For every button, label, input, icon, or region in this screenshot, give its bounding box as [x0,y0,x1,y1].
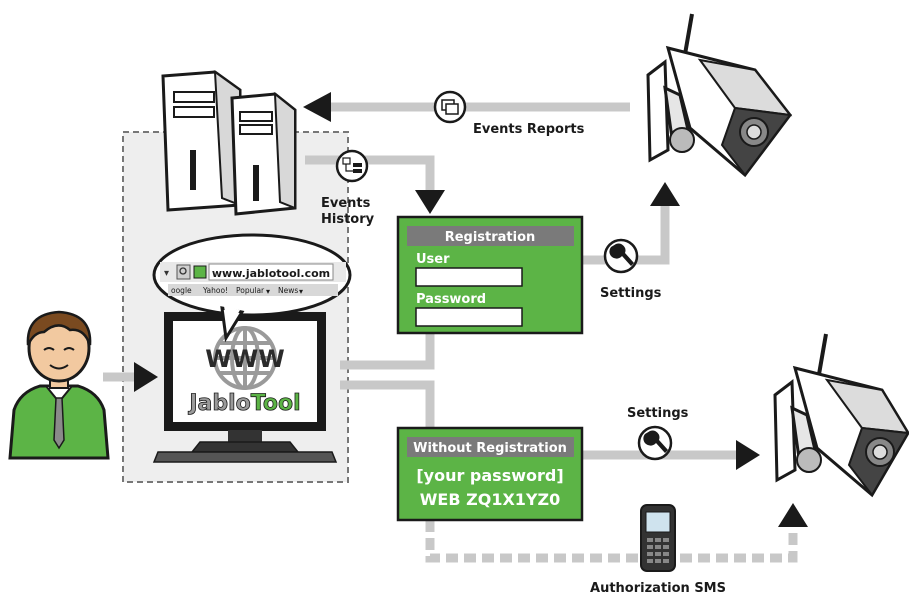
arrow-to-registration [415,190,445,214]
monitor-www-text: WWW [205,345,284,373]
bookmark-google[interactable]: oogle [171,286,192,295]
browser-url-field[interactable] [208,263,334,281]
registration-header [407,226,574,246]
user-input[interactable] [415,267,523,287]
settings-top-icon [603,238,639,274]
browser-search-icon[interactable] [176,264,191,280]
bookmark-news[interactable]: News [278,286,298,295]
brand-part-tool: Tool [251,391,301,416]
arrow-sms-to-camera [778,503,808,527]
bookmark-popular-chevron-icon: ▾ [266,287,270,296]
without-registration-header [407,437,574,457]
arrow-to-camera-top [650,182,680,206]
authorization-sms-connector [425,520,798,563]
events-reports-icon [433,90,467,124]
camera-bottom [773,333,909,498]
events-reports-label: Events Reports [473,122,585,137]
mobile-phone-icon [640,504,676,572]
browser-bubble: ▾ www.jablotool.com oogle Yahoo! Popular… [152,233,352,343]
globe-icon [213,326,277,390]
computer-monitor: WWW JabloTool [152,312,338,463]
arrow-to-computer [134,362,158,392]
settings-top-label: Settings [600,286,662,301]
browser-url-text: www.jablotool.com [212,267,330,280]
events-history-label-line2: History [321,212,375,227]
browser-dropdown-icon[interactable]: ▾ [164,268,169,279]
camera-top [646,13,793,178]
user-person-icon [8,310,110,460]
authorization-sms-label: Authorization SMS [590,581,726,596]
registration-panel: Registration User Password [396,215,584,335]
monitor-brand: JabloTool [187,391,300,416]
password-hint: [your password] [416,466,563,485]
registration-title: Registration [445,230,536,245]
brand-part-jablo: Jablo [187,391,250,416]
events-history-icon [335,149,369,183]
browser-favicon-icon [193,265,207,279]
bookmark-yahoo[interactable]: Yahoo! [202,286,228,295]
web-code: WEB ZQ1X1YZ0 [420,490,560,509]
arrowheads [134,92,808,527]
settings-bottom-icon [637,425,673,461]
computer-to-registration-connector [340,330,435,370]
bookmark-popular[interactable]: Popular [236,286,265,295]
password-input[interactable] [415,307,523,327]
settings-bottom-label: Settings [627,406,689,421]
password-label: Password [416,292,486,307]
without-registration-title: Without Registration [413,441,567,456]
arrow-to-servers [303,92,331,122]
computer-to-noreg-connector [340,380,435,428]
server-towers [161,69,297,216]
events-history-label-line1: Events [321,196,371,211]
user-label: User [416,252,450,267]
arrow-to-camera-bottom [736,440,760,470]
without-registration-panel: Without Registration [your password] WEB… [396,426,584,522]
bookmark-news-chevron-icon: ▾ [299,287,303,296]
